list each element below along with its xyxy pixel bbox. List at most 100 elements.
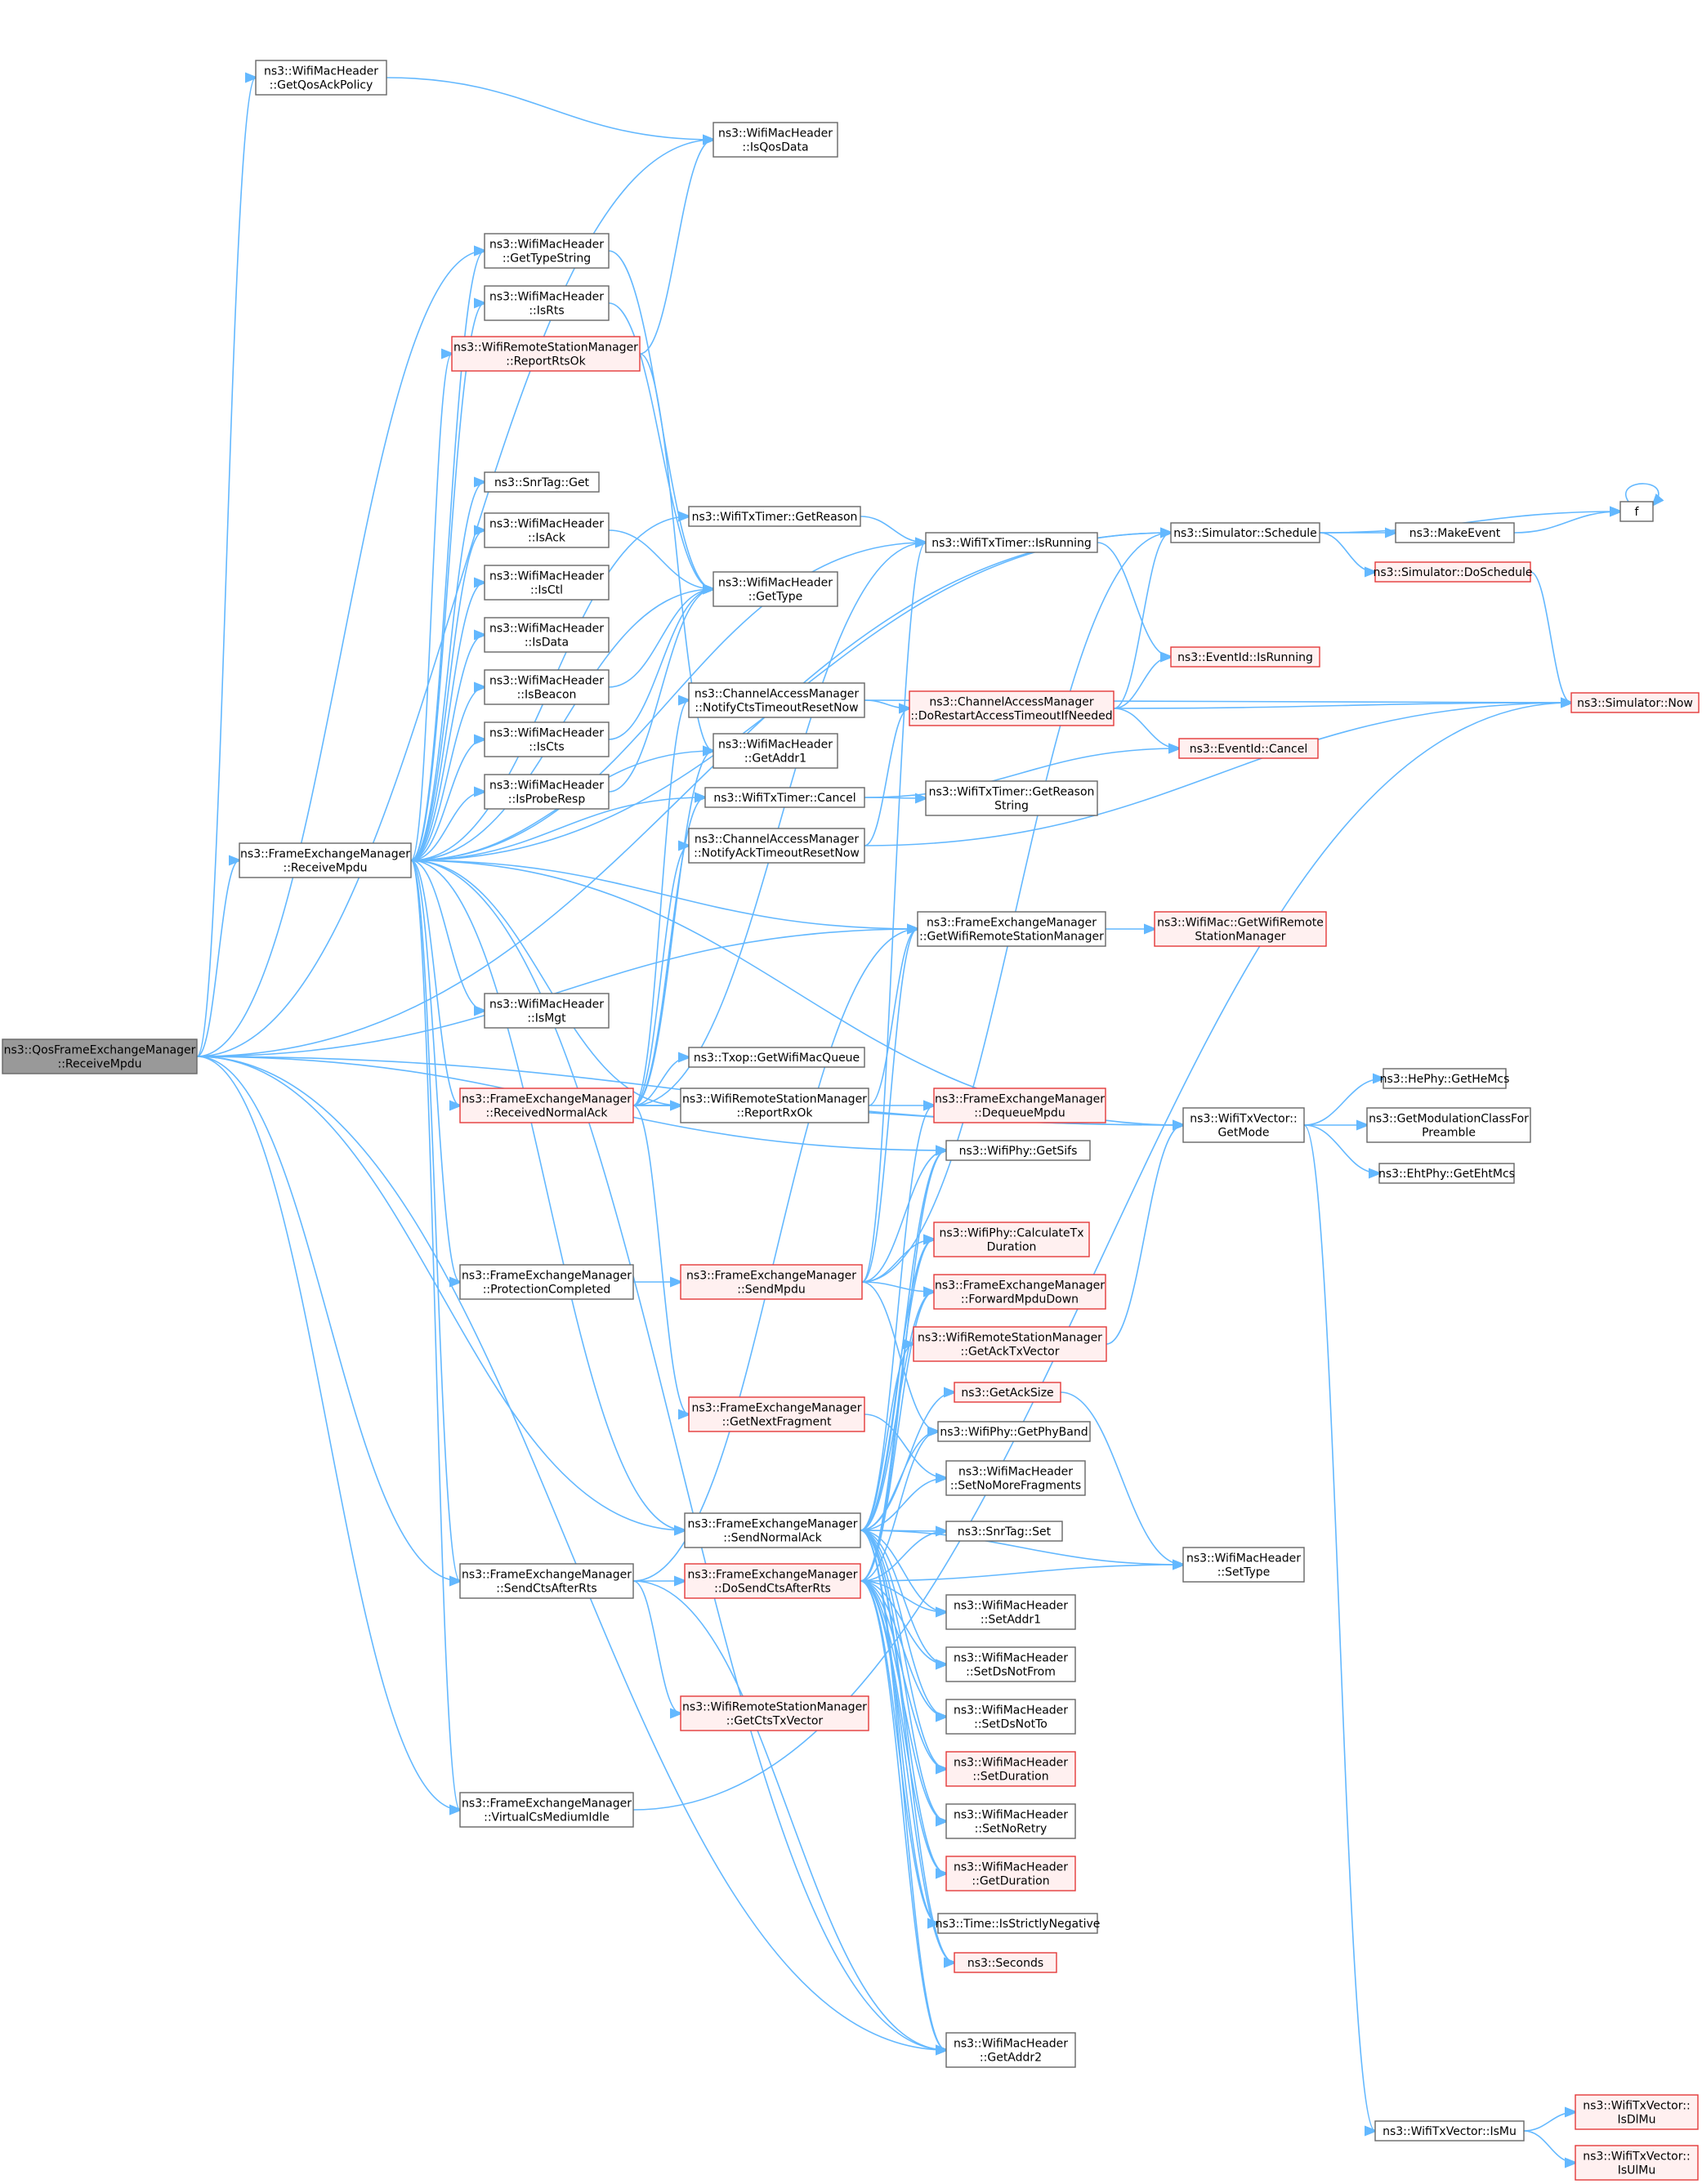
graph-node-n51[interactable]: ns3::FrameExchangeManager::SendNormalAck [684,1512,861,1548]
node-label: ns3::FrameExchangeManager [688,1569,858,1582]
graph-node-n60[interactable]: ns3::WifiMacHeader::SetDuration [945,1751,1076,1787]
graph-node-n44[interactable]: ns3::FrameExchangeManager::SendMpdu [680,1264,863,1300]
graph-node-n43[interactable]: ns3::FrameExchangeManager::ProtectionCom… [459,1264,634,1300]
graph-node-n21[interactable]: ns3::Simulator::Now [1570,692,1700,713]
call-edge-n13-n14 [608,529,713,589]
graph-node-n17[interactable]: ns3::EventId::IsRunning [1170,646,1320,668]
graph-node-n59[interactable]: ns3::WifiMacHeader::SetDsNotTo [945,1699,1076,1735]
node-label: ::IsRts [529,305,564,318]
graph-node-n56[interactable]: ns3::WifiMacHeader::SetAddr1 [945,1594,1076,1630]
call-edge-n55-n42 [860,1239,934,1582]
graph-node-n1[interactable]: ns3::WifiMacHeader::GetQosAckPolicy [255,60,387,96]
node-label: Preamble [1422,1127,1476,1140]
call-edge-n55-n59 [860,1580,946,1717]
node-box [945,1751,1076,1787]
graph-node-n6[interactable]: ns3::SnrTag::Get [484,471,600,493]
node-label: ns3::WifiMacHeader [954,1757,1068,1770]
graph-node-n32[interactable]: ns3::WifiMacHeader::IsMgt [484,993,610,1029]
graph-node-n16[interactable]: ns3::WifiMacHeader::IsData [484,617,610,653]
graph-node-n11[interactable]: ns3::MakeEvent [1395,522,1515,543]
node-box [933,1222,1090,1257]
node-box [680,1264,863,1300]
node-box [909,690,1115,726]
graph-node-n30[interactable]: ns3::FrameExchangeManager::GetWifiRemote… [917,911,1106,947]
graph-node-n50[interactable]: ns3::WifiMacHeader::SetNoMoreFragments [945,1460,1086,1496]
call-edge-n10-n10 [1625,483,1659,505]
call-edge-n28-n4 [410,303,485,861]
graph-node-n22[interactable]: ns3::WifiMacHeader::IsCts [484,721,610,757]
graph-node-n37[interactable]: ns3::FrameExchangeManager::DequeueMpdu [933,1088,1106,1123]
graph-node-n61[interactable]: ns3::FrameExchangeManager::VirtualCsMedi… [459,1792,634,1828]
graph-node-n34[interactable]: ns3::HePhy::GetHeMcs [1380,1068,1510,1089]
graph-node-n14[interactable]: ns3::WifiMacHeader::GetType [713,571,838,607]
node-label: ns3::QosFrameExchangeManager [4,1044,196,1057]
graph-node-n45[interactable]: ns3::FrameExchangeManager::ForwardMpduDo… [933,1274,1106,1310]
graph-node-n46[interactable]: ns3::WifiRemoteStationManager::GetAckTxV… [913,1326,1107,1362]
graph-node-n27[interactable]: ns3::WifiMacHeader::IsProbeResp [484,774,610,810]
graph-node-n68[interactable]: ns3::WifiTxVector::IsDlMu [1575,2094,1699,2130]
graph-node-n35[interactable]: ns3::FrameExchangeManager::ReceivedNorma… [459,1088,634,1123]
graph-node-n62[interactable]: ns3::WifiMacHeader::SetNoRetry [945,1803,1076,1839]
node-label: StationManager [1195,931,1285,944]
graph-node-n15[interactable]: ns3::WifiMacHeader::IsCtl [484,565,610,601]
graph-node-n20[interactable]: ns3::ChannelAccessManager::DoRestartAcce… [909,690,1115,726]
graph-node-n36[interactable]: ns3::WifiRemoteStationManager::ReportRxO… [680,1088,869,1123]
node-label: ::ForwardMpduDown [961,1293,1079,1306]
node-box [1178,738,1319,759]
graph-node-n0[interactable]: ns3::QosFrameExchangeManager::ReceiveMpd… [2,1038,198,1074]
graph-node-n64[interactable]: ns3::Time::IsStrictlyNegative [936,1913,1101,1934]
node-label: ns3::FrameExchangeManager [686,1270,856,1283]
graph-node-n2[interactable]: ns3::WifiMacHeader::IsQosData [713,122,838,158]
graph-node-n63[interactable]: ns3::WifiMacHeader::GetDuration [945,1856,1076,1891]
graph-node-n7[interactable]: ns3::WifiTxTimer::GetReason [688,506,861,527]
graph-node-n52[interactable]: ns3::SnrTag::Set [945,1521,1063,1542]
call-edge-n51-n37 [860,1105,934,1531]
node-label: ns3::WifiMacHeader [954,2038,1068,2051]
graph-node-n31[interactable]: ns3::WifiMac::GetWifiRemoteStationManage… [1154,911,1327,947]
call-edge-n35-n29 [632,846,689,1106]
node-box [1170,646,1320,668]
graph-node-n41[interactable]: ns3::EhtPhy::GetEhtMcs [1378,1163,1515,1184]
call-edge-n0-n54 [196,1056,460,1581]
graph-node-n65[interactable]: ns3::Seconds [954,1952,1057,1973]
graph-node-n10[interactable]: f [1619,501,1654,522]
graph-node-n33[interactable]: ns3::Txop::GetWifiMacQueue [688,1047,865,1068]
node-label: String [994,800,1029,813]
graph-node-n28[interactable]: ns3::FrameExchangeManager::ReceiveMpdu [239,842,412,878]
graph-node-n13[interactable]: ns3::WifiMacHeader::IsAck [484,512,610,548]
call-edge-n11-n10 [1513,511,1620,534]
graph-node-n18[interactable]: ns3::WifiMacHeader::IsBeacon [484,669,610,705]
graph-node-n5[interactable]: ns3::WifiRemoteStationManager::ReportRts… [451,336,641,372]
graph-node-n3[interactable]: ns3::WifiMacHeader::GetTypeString [484,233,610,269]
node-label: ns3::ChannelAccessManager [929,696,1094,709]
graph-node-n24[interactable]: ns3::EventId::Cancel [1178,738,1319,759]
graph-node-n55[interactable]: ns3::FrameExchangeManager::DoSendCtsAfte… [684,1563,861,1599]
graph-node-n66[interactable]: ns3::WifiMacHeader::GetAddr2 [945,2032,1076,2068]
graph-node-n48[interactable]: ns3::FrameExchangeManager::GetNextFragme… [688,1396,865,1432]
graph-node-n54[interactable]: ns3::FrameExchangeManager::SendCtsAfterR… [459,1563,634,1599]
graph-node-n58[interactable]: ns3::WifiRemoteStationManager::GetCtsTxV… [680,1695,869,1731]
graph-node-n49[interactable]: ns3::WifiPhy::GetPhyBand [937,1421,1091,1442]
node-label: ns3::WifiTxVector:: [1583,2151,1690,2164]
call-edge-n28-n8 [410,543,926,861]
graph-node-n40[interactable]: ns3::WifiPhy::GetSifs [945,1140,1091,1161]
graph-node-n23[interactable]: ns3::WifiMacHeader::GetAddr1 [713,733,838,769]
graph-node-n9[interactable]: ns3::Simulator::Schedule [1170,522,1320,543]
graph-node-n29[interactable]: ns3::ChannelAccessManager::NotifyAckTime… [688,828,865,864]
graph-node-n19[interactable]: ns3::ChannelAccessManager::NotifyCtsTime… [688,682,865,718]
graph-node-n25[interactable]: ns3::WifiTxTimer::Cancel [704,787,865,808]
graph-node-n67[interactable]: ns3::WifiTxVector::IsMu [1374,2120,1525,2142]
graph-node-n12[interactable]: ns3::Simulator::DoSchedule [1374,561,1533,583]
call-edge-n55-n66 [860,1580,946,2050]
graph-node-n53[interactable]: ns3::WifiMacHeader::SetType [1182,1547,1305,1583]
graph-node-n4[interactable]: ns3::WifiMacHeader::IsRts [484,285,610,321]
graph-node-n38[interactable]: ns3::WifiTxVector::GetMode [1182,1107,1305,1143]
graph-node-n8[interactable]: ns3::WifiTxTimer::IsRunning [925,532,1098,553]
graph-node-n69[interactable]: ns3::WifiTxVector::IsUlMu [1575,2145,1699,2181]
graph-node-n47[interactable]: ns3::GetAckSize [954,1382,1061,1403]
node-label: ::GetAddr2 [980,2052,1042,2065]
graph-node-n57[interactable]: ns3::WifiMacHeader::SetDsNotFrom [945,1646,1076,1682]
